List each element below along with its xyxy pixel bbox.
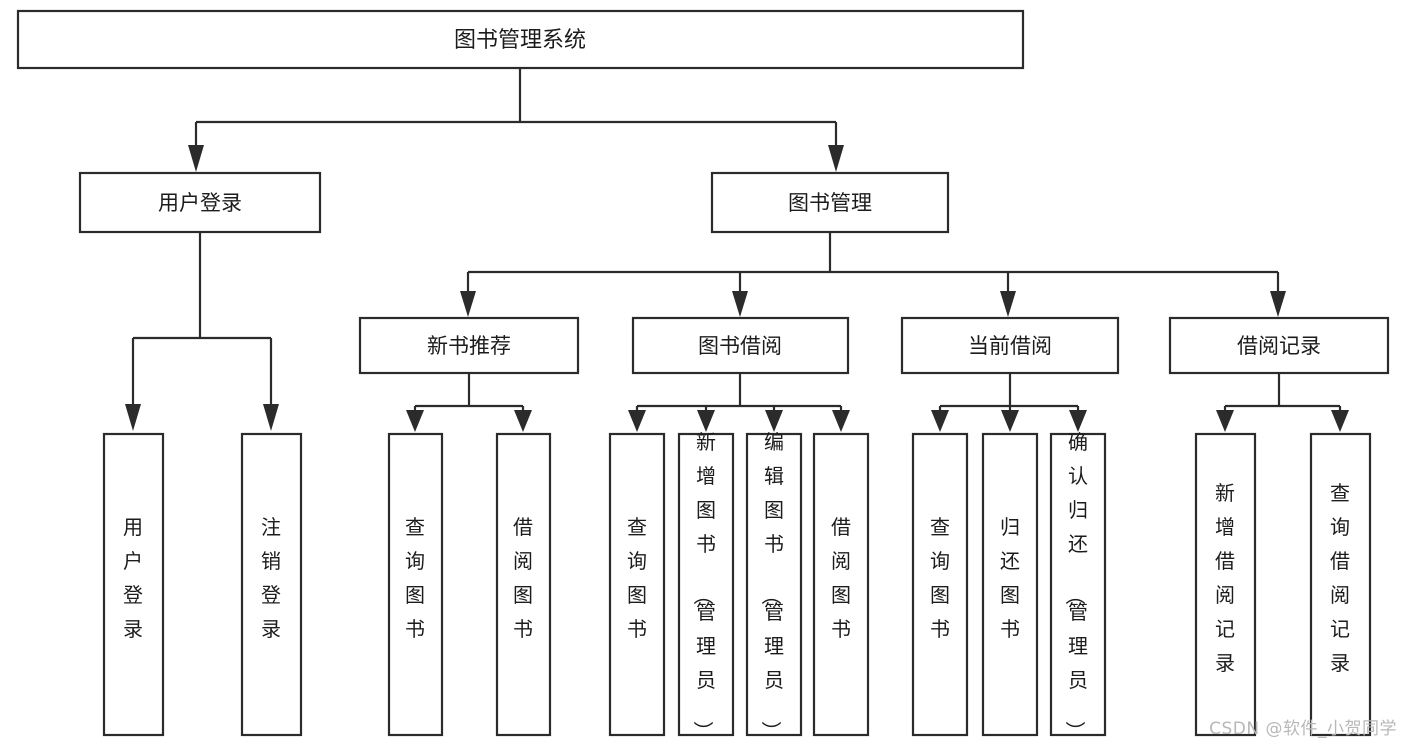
leaf-box[interactable] (812, 432, 870, 737)
node-book-borrow[interactable]: 图书借阅 (631, 316, 850, 375)
arrow-head-icon (628, 410, 646, 432)
borrow-record-label: 借阅记录 (1237, 334, 1321, 358)
connector-current-borrow-to-leaves (931, 373, 1087, 432)
leaf-label: 新增借阅记录 (1215, 481, 1235, 675)
leaf-box[interactable] (1194, 432, 1257, 737)
current-borrow-box[interactable] (900, 316, 1120, 375)
leaf-label: 注销登录 (261, 515, 281, 641)
arrow-head-icon (514, 410, 532, 432)
arrow-head-icon (188, 145, 204, 172)
leaf-confirm-return[interactable]: 确认归还（管理员） (1049, 430, 1107, 741)
arrow-head-icon (765, 410, 783, 432)
leaf-box[interactable] (1049, 432, 1107, 737)
leaf-box[interactable] (1309, 432, 1372, 737)
leaf-label: 确认归还（管理员） (1063, 430, 1088, 741)
leaf-query-record[interactable]: 查询借阅记录 (1309, 432, 1372, 737)
arrow-head-icon (1000, 291, 1016, 317)
leaf-label: 查询图书 (930, 515, 950, 641)
connector-new-book-rec-to-leaves (406, 373, 532, 432)
leaf-box[interactable] (495, 432, 552, 737)
arrow-head-icon (1069, 410, 1087, 432)
leaf-box[interactable] (745, 432, 803, 737)
leaf-box[interactable] (608, 432, 666, 737)
leaf-label: 查询图书 (405, 515, 425, 641)
node-new-book-rec[interactable]: 新书推荐 (358, 316, 580, 375)
arrow-head-icon (1216, 410, 1234, 432)
connector-book-borrow-to-leaves (628, 373, 850, 432)
arrow-head-icon (460, 291, 476, 317)
leaf-label: 查询图书 (627, 515, 647, 641)
arrow-head-icon (406, 410, 424, 432)
leaf-box[interactable] (102, 432, 165, 737)
root-box[interactable] (16, 9, 1025, 70)
leaf-add-book[interactable]: 新增图书（管理员） (677, 430, 735, 741)
leaf-label: 编辑图书（管理员） (759, 430, 784, 741)
leaf-box[interactable] (911, 432, 969, 737)
leaf-query-book-1[interactable]: 查询图书 (387, 432, 444, 737)
root-label: 图书管理系统 (454, 28, 586, 53)
leaf-query-book-3[interactable]: 查询图书 (911, 432, 969, 737)
user-login-box[interactable] (78, 171, 322, 234)
leaf-label: 查询借阅记录 (1330, 481, 1350, 675)
user-login-label: 用户登录 (158, 191, 242, 215)
node-user-login[interactable]: 用户登录 (78, 171, 322, 234)
leaf-borrow-book-2[interactable]: 借阅图书 (812, 432, 870, 737)
node-borrow-record[interactable]: 借阅记录 (1168, 316, 1390, 375)
node-root[interactable]: 图书管理系统 (16, 9, 1025, 70)
arrow-head-icon (263, 404, 279, 431)
book-borrow-label: 图书借阅 (698, 334, 782, 358)
arrow-head-icon (931, 410, 949, 432)
leaf-box[interactable] (240, 432, 303, 737)
new-book-rec-box[interactable] (358, 316, 580, 375)
leaf-box[interactable] (677, 432, 735, 737)
arrow-head-icon (832, 410, 850, 432)
connector-book-manage-to-level3 (460, 232, 1286, 317)
current-borrow-label: 当前借阅 (968, 334, 1052, 358)
leaf-label: 借阅图书 (831, 515, 851, 641)
leaf-label: 归还图书 (1000, 515, 1020, 641)
leaf-user-login[interactable]: 用户登录 (102, 432, 165, 737)
book-manage-label: 图书管理 (788, 191, 872, 215)
arrow-head-icon (125, 404, 141, 431)
new-book-rec-label: 新书推荐 (427, 334, 511, 358)
arrow-head-icon (1270, 291, 1286, 317)
arrow-head-icon (732, 291, 748, 317)
arrow-head-icon (697, 410, 715, 432)
leaf-box[interactable] (387, 432, 444, 737)
node-current-borrow[interactable]: 当前借阅 (900, 316, 1120, 375)
arrow-head-icon (828, 145, 844, 172)
arrow-head-icon (1001, 410, 1019, 432)
arrow-head-icon (1331, 410, 1349, 432)
leaf-query-book-2[interactable]: 查询图书 (608, 432, 666, 737)
leaf-label: 借阅图书 (513, 515, 533, 641)
node-book-manage[interactable]: 图书管理 (710, 171, 950, 234)
leaf-label: 新增图书（管理员） (691, 430, 716, 741)
connector-borrow-record-to-leaves (1216, 373, 1349, 432)
leaf-add-record[interactable]: 新增借阅记录 (1194, 432, 1257, 737)
connector-user-login-to-leaves (125, 232, 279, 431)
leaf-label: 用户登录 (123, 515, 143, 641)
leaf-box[interactable] (981, 432, 1039, 737)
connector-root-to-level2 (188, 68, 844, 172)
leaf-edit-book[interactable]: 编辑图书（管理员） (745, 430, 803, 741)
leaf-return-book[interactable]: 归还图书 (981, 432, 1039, 737)
leaf-user-logout[interactable]: 注销登录 (240, 432, 303, 737)
leaf-borrow-book-1[interactable]: 借阅图书 (495, 432, 552, 737)
